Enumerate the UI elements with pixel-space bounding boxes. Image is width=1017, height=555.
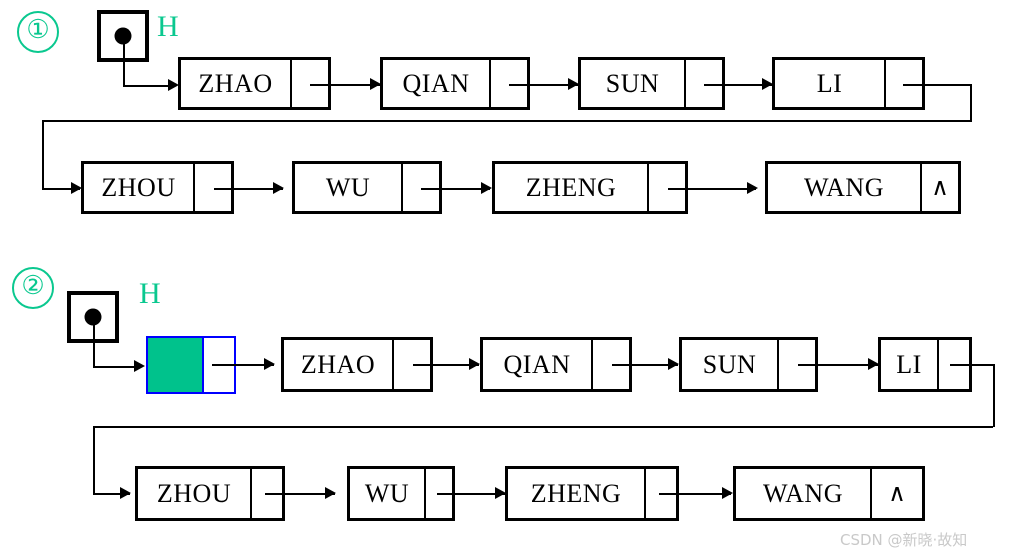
node-link-arrowhead [481, 182, 492, 194]
head-link-vertical-1 [123, 36, 125, 85]
list-node: ZHOU [135, 466, 285, 521]
node-next-field [401, 164, 439, 211]
wrap-link-right-vertical-1 [970, 84, 972, 122]
node-link-line [421, 188, 490, 190]
node-link-arrowhead [264, 358, 275, 370]
list-node: WU [292, 161, 442, 214]
list-node: ZHOU [81, 161, 234, 214]
list-node: ZHAO [178, 57, 331, 110]
head-link-arrowhead-1 [168, 79, 179, 91]
list-node: ZHENG [505, 466, 679, 521]
header-node-data-empty [148, 338, 202, 392]
node-link-arrowhead [568, 78, 579, 90]
head-pointer-label-1: H [157, 10, 179, 43]
node-data: QIAN [402, 68, 470, 98]
wrap-link-top-2 [950, 364, 995, 366]
node-next-field [290, 60, 328, 107]
node-next-field [684, 60, 722, 107]
node-next-field [424, 469, 452, 518]
node-data: ZHAO [300, 349, 376, 379]
wrap-link-bottom-1 [42, 120, 972, 122]
node-next-field [647, 164, 685, 211]
node-link-line [509, 84, 578, 86]
watermark: CSDN @新晓·故知 [840, 531, 968, 549]
node-link-arrowhead [273, 182, 284, 194]
node-next-field-null: ∧ [920, 164, 958, 211]
node-data: ZHAO [198, 68, 273, 98]
node-data: ZHENG [525, 172, 617, 202]
head-link-horizontal-2 [93, 366, 141, 368]
node-data: ZHOU [101, 172, 176, 202]
node-link-arrowhead [868, 358, 879, 370]
node-data: SUN [702, 349, 757, 379]
node-next-field [884, 60, 922, 107]
head-link-arrowhead-2 [134, 360, 145, 372]
node-link-arrowhead [325, 487, 336, 499]
head-link-vertical-2 [93, 317, 95, 366]
node-next-field [777, 340, 815, 389]
head-link-horizontal-1 [123, 85, 173, 87]
list-node: QIAN [480, 337, 632, 392]
node-link-line [265, 493, 335, 495]
list-node: ZHENG [492, 161, 688, 214]
wrap-link-arrowhead-2 [120, 487, 131, 499]
node-link-arrowhead [370, 78, 381, 90]
node-data: ZHOU [156, 478, 232, 508]
node-data: SUN [605, 68, 660, 98]
node-link-line [704, 84, 772, 86]
diagram-index-2: ② [12, 267, 54, 309]
node-link-arrowhead [722, 487, 733, 499]
list-node: LI [772, 57, 925, 110]
node-next-field [193, 164, 231, 211]
list-node: ZHAO [281, 337, 433, 392]
node-data: QIAN [503, 349, 571, 379]
list-node: WANG ∧ [733, 466, 925, 521]
node-link-line [214, 188, 283, 190]
node-link-arrowhead [668, 358, 679, 370]
list-node: QIAN [380, 57, 530, 110]
node-data: ZHENG [530, 478, 622, 508]
wrap-link-entry-2 [93, 493, 130, 495]
node-link-line [612, 364, 678, 366]
wrap-link-right-vertical-2 [993, 364, 995, 427]
list-node: WANG ∧ [765, 161, 961, 214]
node-next-field [489, 60, 527, 107]
node-next-field [250, 469, 282, 518]
node-next-field [937, 340, 969, 389]
node-link-arrowhead [747, 182, 758, 194]
wrap-link-left-vertical-2 [93, 426, 95, 494]
node-next-field [392, 340, 430, 389]
head-pointer-label-2: H [139, 277, 161, 310]
wrap-link-arrowhead-1 [71, 182, 82, 194]
node-data: WANG [804, 172, 884, 202]
node-link-line [659, 493, 731, 495]
node-link-line [310, 84, 380, 86]
wrap-link-bottom-2 [93, 426, 993, 428]
node-link-line [437, 493, 505, 495]
node-link-line [798, 364, 878, 366]
node-link-arrowhead [762, 78, 773, 90]
node-data: LI [816, 68, 843, 98]
node-link-line [212, 364, 274, 366]
diagram-index-1: ① [17, 11, 59, 53]
wrap-link-top-1 [903, 84, 972, 86]
wrap-link-left-vertical-1 [42, 120, 44, 189]
node-data: WANG [763, 478, 843, 508]
node-next-field [591, 340, 629, 389]
node-link-arrowhead [469, 358, 480, 370]
node-link-line [668, 188, 756, 190]
node-data: WU [325, 172, 371, 202]
node-next-field [644, 469, 676, 518]
list-node: SUN [679, 337, 818, 392]
list-node: SUN [578, 57, 725, 110]
node-data: LI [896, 349, 922, 379]
node-next-field-null: ∧ [870, 469, 922, 518]
wrap-link-entry-1 [42, 188, 80, 190]
node-link-arrowhead [495, 487, 506, 499]
node-data: WU [364, 478, 410, 508]
node-link-line [413, 364, 479, 366]
